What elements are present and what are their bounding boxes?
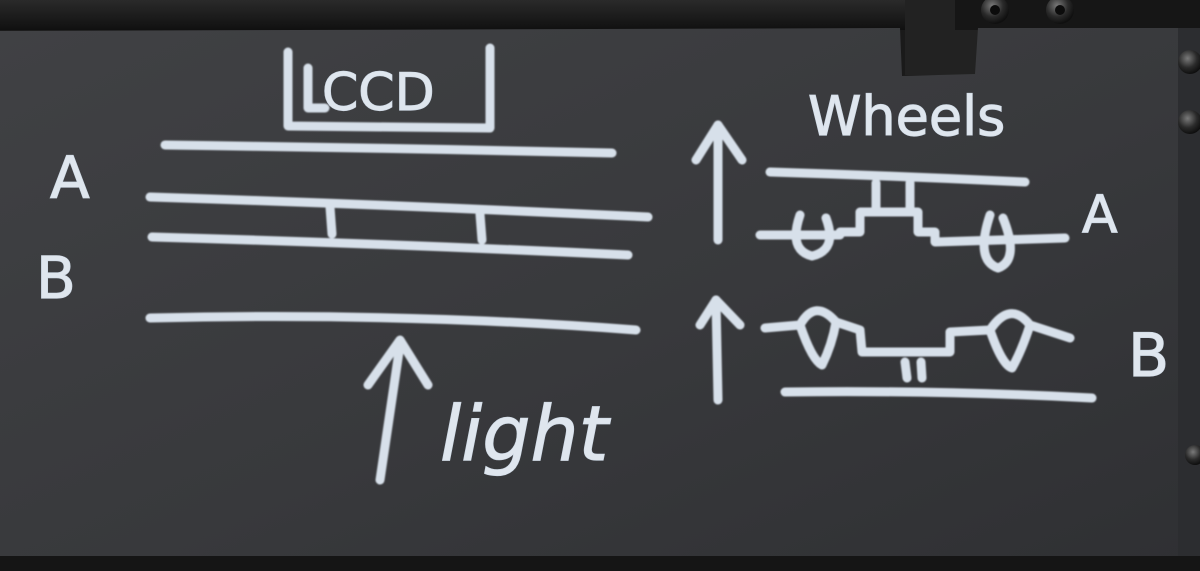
- ccd-line-4: [145, 312, 641, 335]
- screw-icon: [1185, 445, 1200, 465]
- left-b-label: B: [36, 244, 76, 312]
- wheels-b-bottom-line: [780, 387, 1097, 403]
- light-arrow-shaft: [375, 340, 405, 485]
- screw-icon: [1178, 110, 1200, 134]
- right-b-label: B: [1128, 321, 1169, 391]
- chalk-diagram: [145, 43, 1097, 485]
- ccd-label: CCD: [322, 63, 435, 123]
- wheels-a-wheel-2: [979, 210, 1015, 273]
- wheels-b-tick-2: [916, 357, 927, 383]
- ccd-tick-1: [325, 202, 337, 239]
- right-a-label: A: [1082, 185, 1118, 245]
- board-bottom-edge: [0, 556, 1200, 571]
- screw-icon: [981, 0, 1009, 24]
- ccd-bracket: [283, 43, 495, 133]
- wheels-b-profile: [760, 306, 1075, 357]
- ccd-underline-hook: [303, 63, 330, 113]
- board-right-edge: [1178, 28, 1200, 556]
- light-arrow-head: [363, 335, 433, 390]
- wheels-arrow-up-b: [711, 295, 723, 405]
- wheels-a-top-line: [765, 167, 1030, 187]
- wheels-b-wheel-2: [985, 320, 1035, 373]
- ccd-line-2: [145, 192, 653, 222]
- left-a-label: A: [50, 144, 90, 212]
- ccd-line-1: [160, 140, 617, 158]
- screw-icon: [1046, 0, 1074, 24]
- wheels-label: Wheels: [808, 85, 1005, 148]
- chalk-board: [0, 28, 1200, 560]
- wheels-arrow-head-a: [691, 120, 747, 165]
- light-label: light: [440, 389, 612, 478]
- ccd-tick-2: [475, 209, 487, 245]
- wheels-b-wheel-1: [795, 317, 841, 370]
- wheels-a-profile: [755, 207, 1070, 247]
- wheels-a-wheel-1: [791, 210, 835, 261]
- wheels-b-tick-1: [900, 357, 912, 383]
- ccd-line-3: [147, 232, 633, 260]
- screw-icon: [1178, 50, 1200, 74]
- wheels-arrow-head-b: [695, 295, 745, 330]
